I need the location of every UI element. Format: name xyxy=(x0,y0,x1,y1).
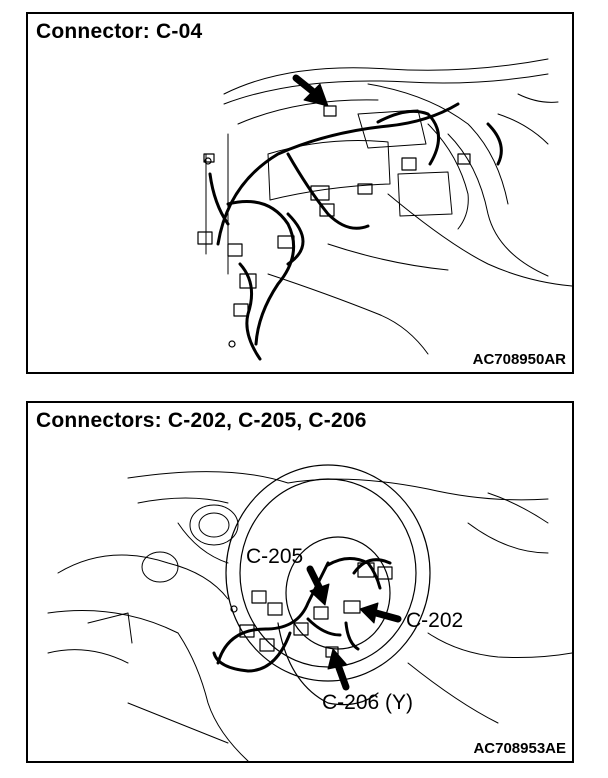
figure-code: AC708953AE xyxy=(473,740,566,757)
wiring-harness xyxy=(208,102,503,361)
c205-label: C-205 xyxy=(246,545,303,568)
c206-pointer-arrow xyxy=(327,648,350,691)
dashboard-outline xyxy=(205,58,572,355)
c206-label: C-206 (Y) xyxy=(322,691,413,714)
dashboard-harness-drawing xyxy=(197,58,572,361)
connector-blocks xyxy=(230,562,393,658)
c202-label: C-202 xyxy=(406,609,463,632)
c04-pointer-arrow xyxy=(292,74,329,107)
connector-blocks xyxy=(197,105,471,348)
c202-pointer-arrow xyxy=(359,602,402,624)
steering-column-harness-drawing: C-205 C-202 C-206 (Y) xyxy=(47,464,572,761)
connector-c04-panel: Connector: C-04 xyxy=(26,12,574,374)
figure-code: AC708950AR xyxy=(472,351,566,368)
connectors-c202-c205-c206-panel: Connectors: C-202, C-205, C-206 xyxy=(26,401,574,763)
panel-title: Connector: C-04 xyxy=(36,20,203,43)
panel-title: Connectors: C-202, C-205, C-206 xyxy=(36,409,367,432)
c205-pointer-arrow xyxy=(306,565,330,606)
dashboard-outline xyxy=(47,471,572,761)
